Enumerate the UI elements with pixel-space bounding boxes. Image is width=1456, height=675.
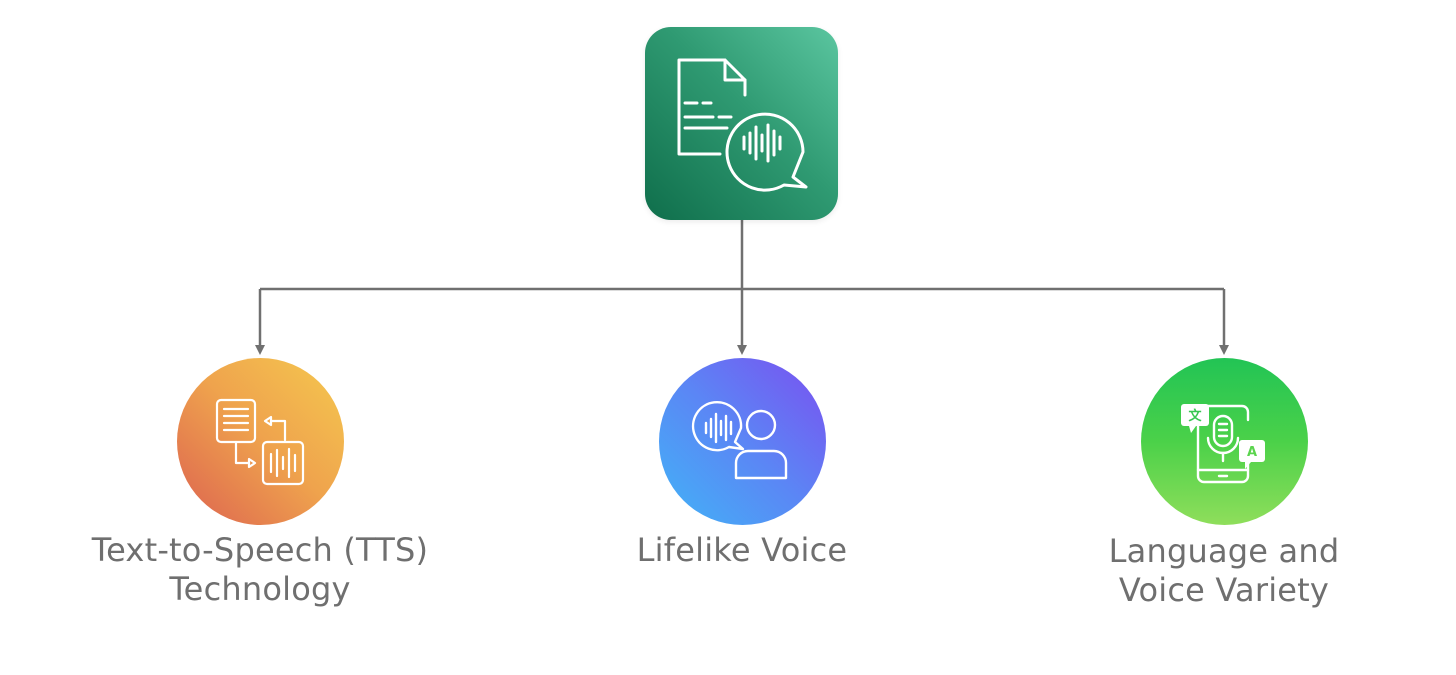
label-language-voice-variety-line-1: Language and	[1108, 532, 1340, 570]
label-lifelike-voice-line-1: Lifelike Voice	[636, 531, 848, 569]
svg-text:文: 文	[1188, 408, 1202, 424]
node-text-to-speech	[177, 358, 344, 525]
label-lifelike-voice: Lifelike Voice	[562, 531, 922, 570]
label-language-voice-variety-line-2: Voice Variety	[1118, 571, 1330, 609]
label-text-to-speech-line-1: Text-to-Speech (TTS)	[91, 531, 429, 569]
text-to-audio-flow-icon	[215, 398, 305, 486]
node-lifelike-voice	[659, 358, 826, 525]
document-to-speech-icon	[677, 58, 808, 192]
phone-translate-microphone-icon: 文 A	[1181, 404, 1265, 484]
root-node	[645, 27, 838, 220]
svg-text:A: A	[1247, 445, 1257, 460]
speaking-person-icon	[691, 400, 788, 480]
label-text-to-speech-line-2: Technology	[169, 570, 351, 608]
label-language-voice-variety: Language and Voice Variety	[1044, 532, 1404, 610]
node-language-voice-variety: 文 A	[1141, 358, 1308, 525]
label-text-to-speech: Text-to-Speech (TTS) Technology	[80, 531, 440, 609]
